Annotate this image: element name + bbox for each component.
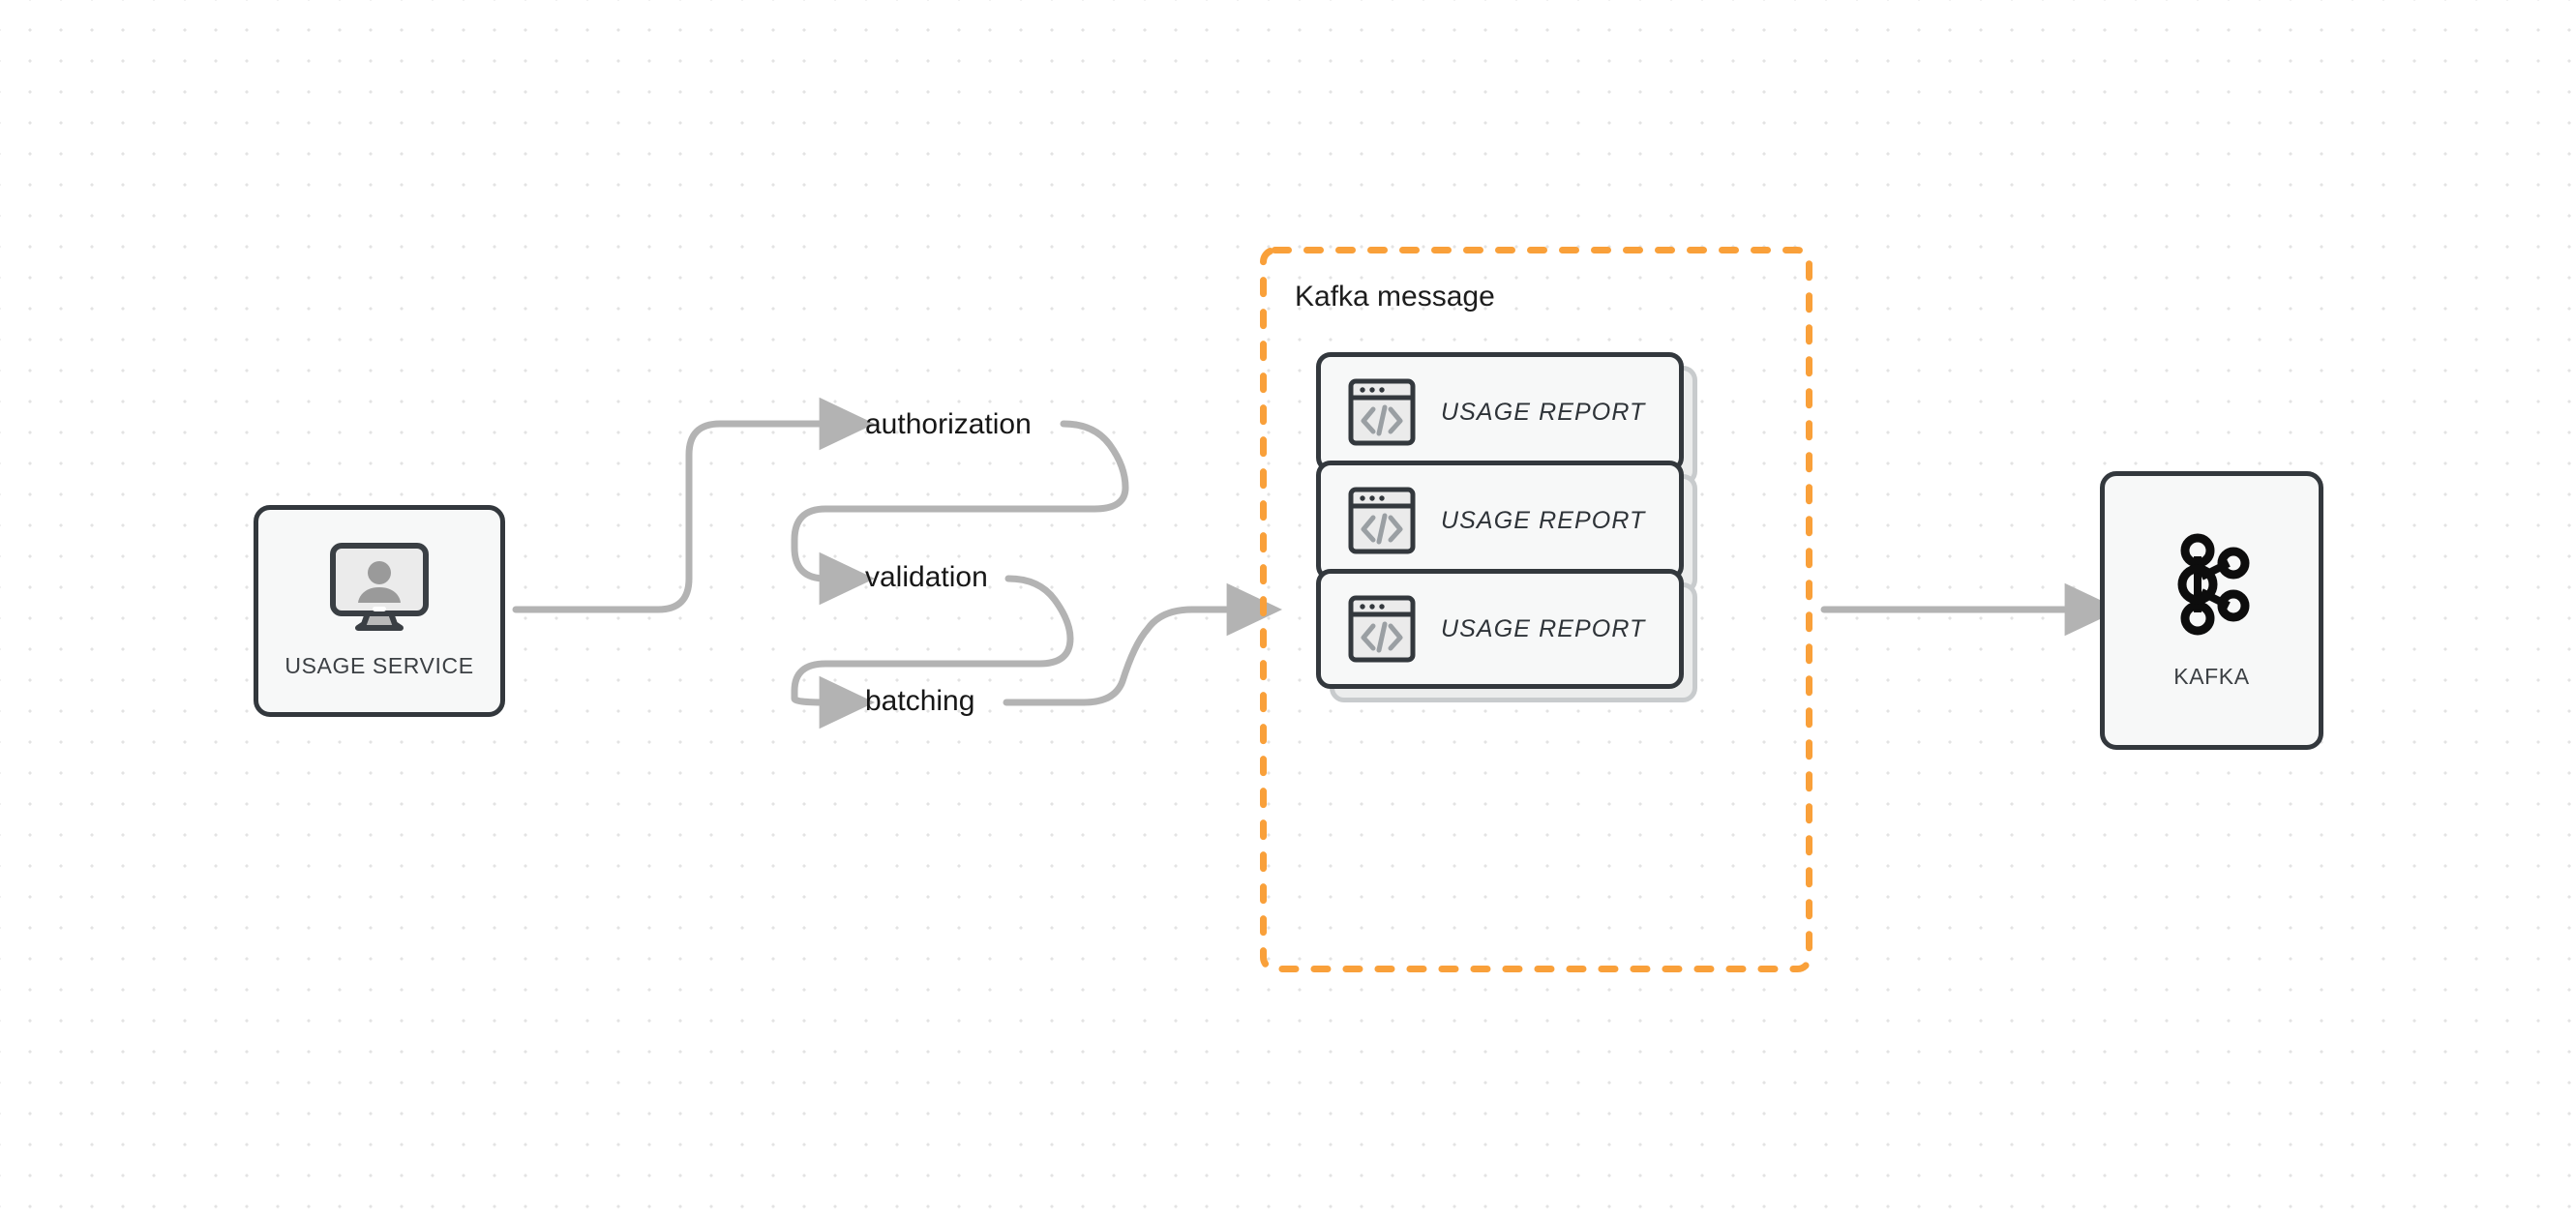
node-label-usage-service: USAGE SERVICE [285,653,474,678]
step-label-validation: validation [865,561,988,593]
node-kafka[interactable]: KAFKA [2100,471,2323,750]
step-label-authorization: authorization [865,408,1032,440]
card-front: USAGE REPORT [1316,352,1684,472]
step-label-batching: batching [865,685,975,717]
card-front: USAGE REPORT [1316,461,1684,581]
card-usage-report[interactable]: USAGE REPORT [1316,461,1697,594]
card-front: USAGE REPORT [1316,569,1684,689]
connector-batching-to-kafka-message [1003,582,1282,706]
card-usage-report[interactable]: USAGE REPORT [1316,569,1697,702]
monitor-user-icon [329,543,430,637]
group-kafka-message[interactable]: Kafka message [1260,247,1812,972]
code-window-icon [1348,595,1416,663]
connector-authorization-to-validation [791,420,1129,606]
node-usage-service[interactable]: USAGE SERVICE [254,505,505,717]
card-label-usage-report: USAGE REPORT [1441,506,1646,534]
card-usage-report[interactable]: USAGE REPORT [1316,352,1697,486]
dashed-border [1260,247,1812,972]
group-title-kafka-message: Kafka message [1295,281,1495,313]
node-label-kafka: KAFKA [2173,664,2250,689]
connector-validation-to-batching [791,575,1074,730]
card-label-usage-report: USAGE REPORT [1441,614,1646,642]
card-label-usage-report: USAGE REPORT [1441,398,1646,426]
connector-usage-service-to-authorization [512,397,875,613]
code-window-icon [1348,378,1416,446]
code-window-icon [1348,487,1416,554]
kafka-logo-icon [2172,531,2252,642]
